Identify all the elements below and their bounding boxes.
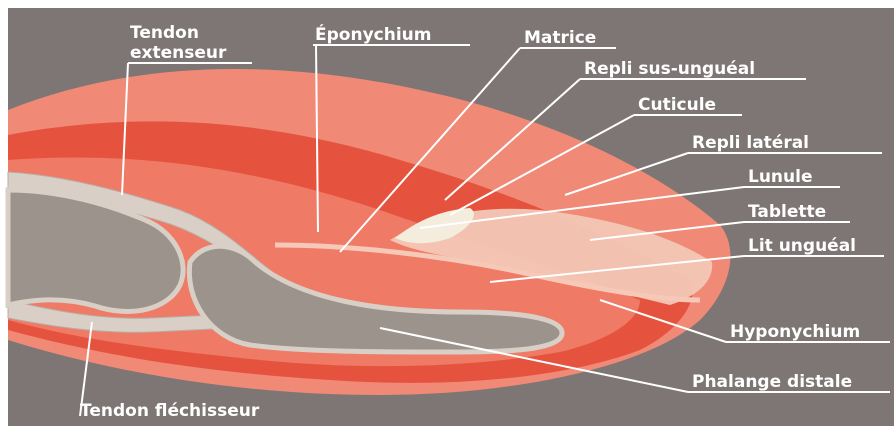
label-repli-lateral: Repli latéral	[692, 133, 809, 153]
label-matrice: Matrice	[524, 28, 596, 48]
label-lunule: Lunule	[748, 167, 813, 187]
label-tendon-extenseur-line1: Tendon	[130, 23, 199, 43]
label-tendon-flechisseur: Tendon fléchisseur	[80, 401, 260, 421]
label-eponychium: Éponychium	[315, 23, 431, 45]
label-lit-ungueal: Lit unguéal	[748, 236, 856, 256]
label-tendon-extenseur-line2: extenseur	[130, 43, 227, 63]
label-tablette: Tablette	[748, 202, 826, 222]
label-repli-sus-ungueal: Repli sus-unguéal	[584, 59, 755, 79]
label-hyponychium: Hyponychium	[730, 322, 860, 342]
label-phalange-distale: Phalange distale	[692, 372, 852, 392]
label-cuticule: Cuticule	[638, 95, 716, 115]
